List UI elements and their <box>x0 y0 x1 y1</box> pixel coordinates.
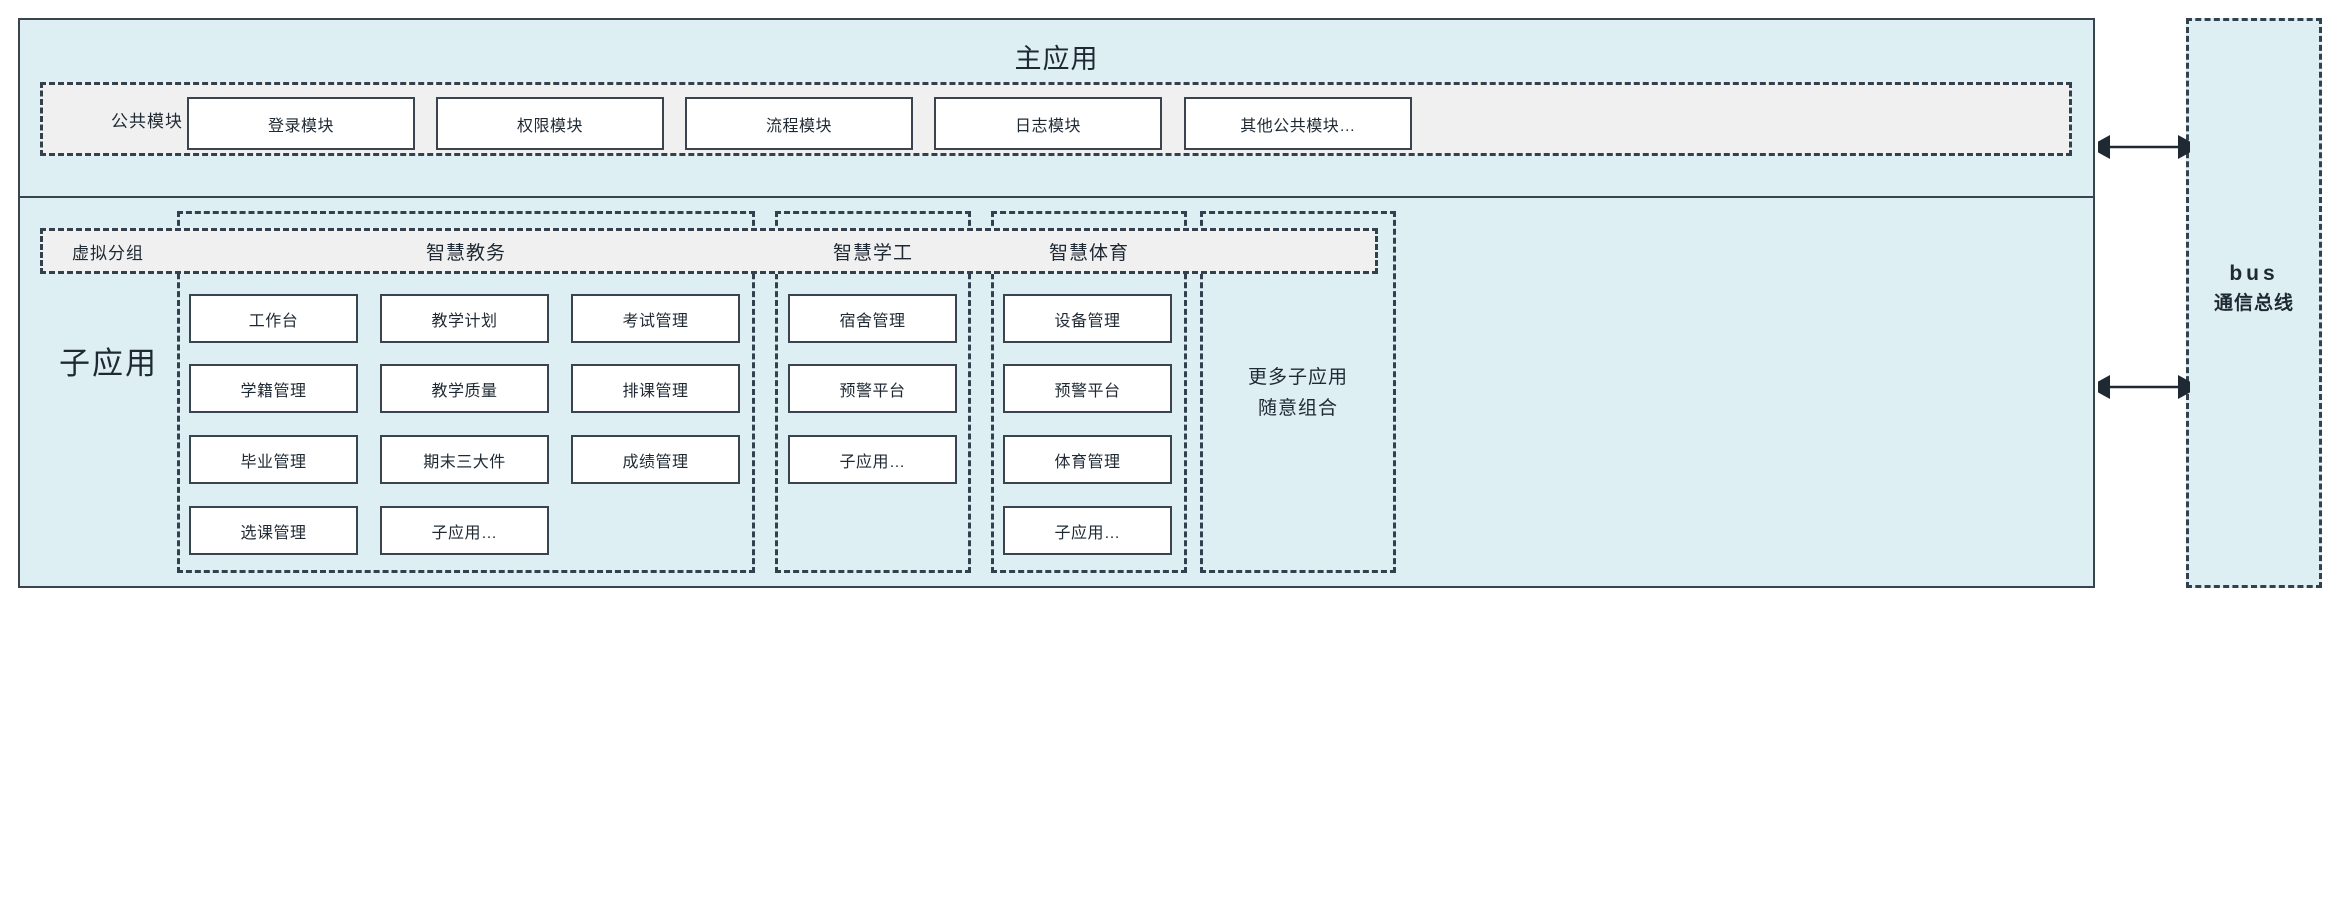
connector-main-to-bus <box>2098 135 2190 159</box>
app-tile-student-status[interactable]: 学籍管理 <box>189 364 358 413</box>
module-tile-log[interactable]: 日志模块 <box>934 97 1162 150</box>
app-tile-student-more[interactable]: 子应用… <box>788 435 957 484</box>
group-box-more-apps <box>1200 211 1396 573</box>
bus-label-cn: 通信总线 <box>2213 292 2294 314</box>
app-tile-teaching-plan[interactable]: 教学计划 <box>380 294 549 343</box>
app-tile-equipment[interactable]: 设备管理 <box>1003 294 1172 343</box>
communication-bus-panel <box>2186 18 2322 588</box>
app-tile-dormitory[interactable]: 宿舍管理 <box>788 294 957 343</box>
app-tile-graduation[interactable]: 毕业管理 <box>189 435 358 484</box>
group-box-smart-student <box>775 211 971 573</box>
virtual-group-label: 虚拟分组 <box>72 243 144 263</box>
app-tile-sports-more[interactable]: 子应用… <box>1003 506 1172 555</box>
group-box-smart-sports <box>991 211 1187 573</box>
main-application-title: 主应用 <box>1014 43 1099 74</box>
sub-application-label: 子应用 <box>59 345 158 381</box>
group-title-smart-sports: 智慧体育 <box>1048 242 1129 264</box>
app-tile-workbench[interactable]: 工作台 <box>189 294 358 343</box>
app-tile-course-scheduling[interactable]: 排课管理 <box>571 364 740 413</box>
module-tile-permission[interactable]: 权限模块 <box>436 97 664 150</box>
communication-bus-label: bus 通信总线 <box>2186 258 2322 318</box>
virtual-group-band <box>40 228 1378 274</box>
group-title-smart-student: 智慧学工 <box>832 242 913 264</box>
more-apps-line1: 更多子应用 <box>1247 366 1348 388</box>
app-tile-course-selection[interactable]: 选课管理 <box>189 506 358 555</box>
app-tile-final-three[interactable]: 期末三大件 <box>380 435 549 484</box>
group-title-smart-academic: 智慧教务 <box>425 242 506 264</box>
app-tile-teaching-quality[interactable]: 教学质量 <box>380 364 549 413</box>
bus-label-en: bus <box>2229 262 2279 285</box>
module-tile-other[interactable]: 其他公共模块… <box>1184 97 1412 150</box>
module-tile-login[interactable]: 登录模块 <box>187 97 415 150</box>
more-apps-line2: 随意组合 <box>1257 398 1338 419</box>
common-module-label: 公共模块 <box>111 111 183 131</box>
module-tile-process[interactable]: 流程模块 <box>685 97 913 150</box>
group-box-smart-academic <box>177 211 755 573</box>
app-tile-student-warning-platform[interactable]: 预警平台 <box>788 364 957 413</box>
app-tile-academic-more[interactable]: 子应用… <box>380 506 549 555</box>
more-apps-label: 更多子应用 随意组合 <box>1200 360 1396 426</box>
connector-sub-to-bus <box>2098 375 2190 399</box>
app-tile-sports-warning-platform[interactable]: 预警平台 <box>1003 364 1172 413</box>
app-tile-sports-management[interactable]: 体育管理 <box>1003 435 1172 484</box>
app-tile-grades[interactable]: 成绩管理 <box>571 435 740 484</box>
app-tile-exam-management[interactable]: 考试管理 <box>571 294 740 343</box>
